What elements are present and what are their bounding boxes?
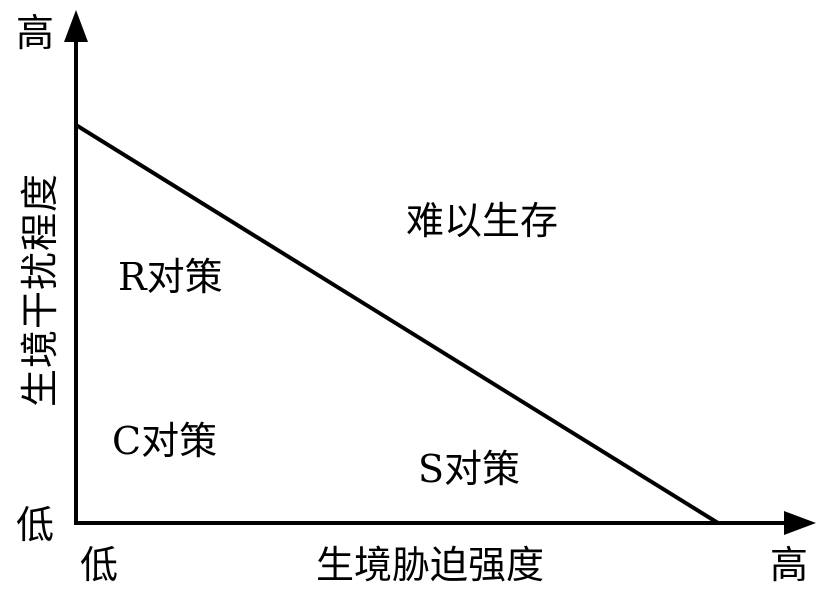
region-r-strategy: R对策 — [118, 255, 223, 299]
y-axis-title: 生境干扰程度 — [18, 172, 62, 408]
boundary-diagonal — [74, 123, 720, 525]
y-axis-low-label: 低 — [16, 503, 55, 547]
region-c-strategy: C对策 — [112, 419, 218, 463]
region-uninhabitable: 难以生存 — [406, 199, 559, 243]
y-axis-high-label: 高 — [16, 11, 55, 55]
x-axis-low-label: 低 — [80, 543, 119, 587]
x-axis-high-label: 高 — [770, 543, 809, 587]
y-axis-arrowhead — [64, 10, 88, 42]
x-axis-title: 生境胁迫强度 — [316, 543, 545, 587]
region-s-strategy: S对策 — [418, 447, 521, 491]
x-axis-arrowhead — [784, 511, 816, 535]
